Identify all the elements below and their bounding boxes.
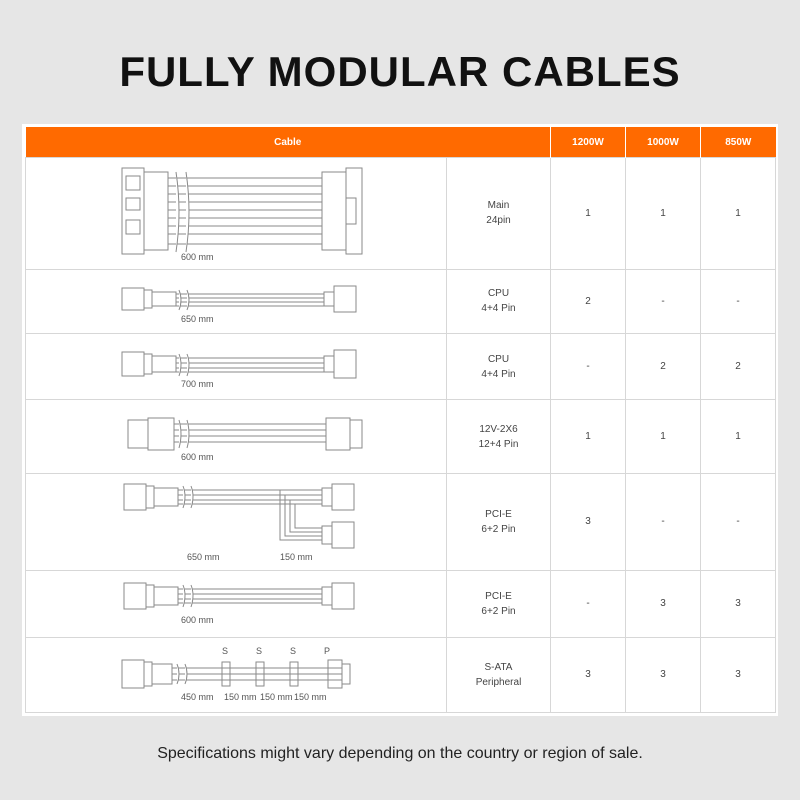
qty-1000w: 3: [625, 636, 702, 714]
cable-length: 650 mm: [187, 552, 220, 562]
qty-850w: 1: [700, 399, 777, 474]
cpu-cable-icon: 650 mm: [121, 285, 357, 324]
qty-850w: 2: [700, 333, 777, 401]
qty-1200w: -: [550, 333, 627, 401]
sata-label: S: [222, 646, 228, 656]
qty-1000w: 3: [625, 570, 702, 638]
header-1000w: 1000W: [625, 127, 701, 158]
footer-note: Specifications might vary depending on t…: [157, 745, 643, 762]
cable-illustration: 600 mm: [25, 570, 447, 638]
qty-1200w: 3: [550, 472, 627, 572]
cable-length-branch: 150 mm: [280, 552, 313, 562]
segment-length: 150 mm: [224, 692, 257, 702]
cable-illustration: 600 mm: [25, 399, 447, 474]
cable-length: 700 mm: [181, 379, 214, 389]
qty-1000w: 1: [625, 157, 702, 270]
header-cable: Cable: [25, 127, 551, 158]
qty-1000w: -: [625, 472, 702, 572]
table-row: S S S P 450 mm 150 mm 150 mm 150 mm S-AT…: [25, 636, 777, 714]
qty-1200w: 3: [550, 636, 627, 714]
qty-850w: -: [700, 472, 777, 572]
page-title: FULLY MODULAR CABLES: [119, 48, 681, 95]
qty-1200w: 1: [550, 157, 627, 270]
cpu-cable-icon: 700 mm: [121, 349, 357, 389]
12v-2x6-cable-icon: 600 mm: [127, 417, 363, 462]
sata-label: S: [256, 646, 262, 656]
qty-1000w: -: [625, 268, 702, 335]
peripheral-label: P: [324, 646, 330, 656]
cable-length: 650 mm: [181, 314, 214, 324]
cable-illustration: 700 mm: [25, 333, 447, 401]
qty-1200w: -: [550, 570, 627, 638]
qty-1000w: 1: [625, 399, 702, 474]
header-row: Cable 1200W 1000W 850W: [25, 127, 776, 158]
cable-length: 450 mm: [181, 692, 214, 702]
qty-850w: 3: [700, 570, 777, 638]
qty-850w: 3: [700, 636, 777, 714]
segment-length: 150 mm: [260, 692, 293, 702]
cable-illustration: 650 mm 150 mm: [25, 472, 447, 572]
main-24pin-cable-icon: 600 mm: [121, 167, 363, 262]
header-850w: 850W: [700, 127, 776, 158]
qty-1200w: 1: [550, 399, 627, 474]
cable-length: 600 mm: [181, 252, 214, 262]
cable-table: Cable 1200W 1000W 850W: [22, 124, 778, 716]
cable-illustration: 650 mm: [25, 268, 447, 335]
sata-cable-icon: S S S P 450 mm 150 mm 150 mm 150 mm: [121, 646, 351, 702]
pci-e-cable-icon: 600 mm: [123, 582, 355, 625]
cable-length: 600 mm: [181, 615, 214, 625]
qty-850w: 1: [700, 157, 777, 270]
cable-illustration: 600 mm: [25, 157, 447, 270]
sata-label: S: [290, 646, 296, 656]
cable-illustration: S S S P 450 mm 150 mm 150 mm 150 mm: [25, 636, 447, 714]
qty-1000w: 2: [625, 333, 702, 401]
qty-850w: -: [700, 268, 777, 335]
header-1200w: 1200W: [550, 127, 626, 158]
pci-e-split-cable-icon: 650 mm 150 mm: [123, 483, 355, 562]
segment-length: 150 mm: [294, 692, 327, 702]
cable-length: 600 mm: [181, 452, 214, 462]
qty-1200w: 2: [550, 268, 627, 335]
